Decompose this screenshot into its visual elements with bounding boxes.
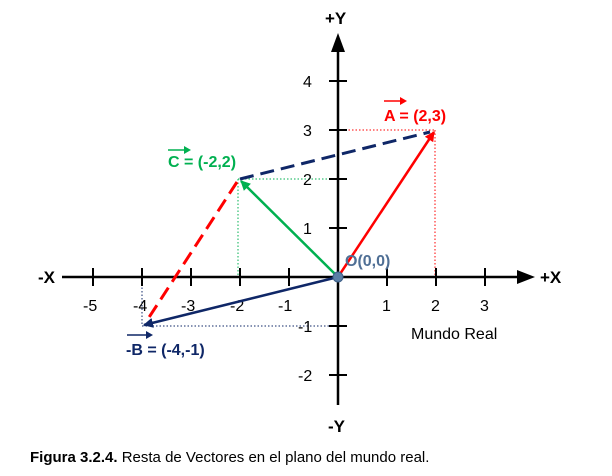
svg-text:-B = (-4,-1): -B = (-4,-1) — [126, 342, 205, 359]
x-axis-arrowhead — [517, 270, 535, 284]
svg-text:A = (2,3): A = (2,3) — [384, 108, 446, 125]
vector-neg-b-label: -B = (-4,-1) — [126, 331, 205, 359]
vector-neg-b-name: -B — [126, 342, 143, 359]
caption-text: Resta de Vectores en el plano del mundo … — [117, 449, 430, 466]
y-tick-label: 1 — [303, 221, 312, 238]
vector-neg-b-value: = (-4,-1) — [143, 342, 205, 359]
vector-c-name: C — [168, 154, 180, 171]
y-axis-arrowhead — [331, 33, 345, 52]
vector-a-name: A — [384, 108, 396, 125]
y-tick-label: -2 — [298, 368, 312, 385]
vector-subtraction-diagram: +Y -Y -X +X -5 -4 -3 -2 -1 1 2 3 4 3 2 1… — [38, 9, 562, 436]
y-tick-label: 4 — [303, 74, 312, 91]
figure-caption: Figura 3.2.4. Resta de Vectores en el pl… — [30, 449, 429, 466]
vector-a-value: = (2,3) — [395, 108, 446, 125]
pos-x-label: +X — [540, 268, 562, 287]
x-tick-label: 2 — [431, 298, 440, 315]
vector-a-arrow — [336, 131, 436, 278]
vector-neg-b-arrow — [143, 275, 339, 328]
x-tick-labels: -5 -4 -3 -2 -1 1 2 3 — [83, 298, 489, 315]
y-tick-marks — [329, 80, 347, 376]
vector-c-arrow — [240, 180, 339, 278]
svg-text:C = (-2,2): C = (-2,2) — [168, 154, 236, 171]
origin-point — [332, 271, 344, 283]
neg-x-label: -X — [38, 268, 56, 287]
x-tick-label: -3 — [181, 298, 195, 315]
x-tick-label: -1 — [278, 298, 292, 315]
origin-label: O(0,0) — [345, 253, 390, 270]
x-tick-label: -4 — [133, 298, 147, 315]
x-tick-marks — [92, 268, 486, 286]
y-tick-label: -1 — [298, 319, 312, 336]
vector-c-label: C = (-2,2) — [168, 146, 236, 171]
vector-c-value: = (-2,2) — [180, 154, 236, 171]
world-label: Mundo Real — [411, 326, 497, 343]
pos-y-label: +Y — [325, 9, 347, 28]
y-tick-label: 2 — [303, 172, 312, 189]
dashed-red-segment — [144, 181, 239, 323]
vector-c-overline-head — [184, 146, 191, 154]
vector-a-overline-head — [400, 97, 407, 105]
y-tick-label: 3 — [303, 123, 312, 140]
axes: +Y -Y -X +X -5 -4 -3 -2 -1 1 2 3 4 3 2 1… — [38, 9, 562, 436]
x-tick-label: 1 — [382, 298, 391, 315]
y-tick-labels: 4 3 2 1 -1 -2 — [298, 74, 312, 385]
dashed-navy-segment — [239, 130, 431, 181]
x-tick-label: 3 — [480, 298, 489, 315]
neg-y-label: -Y — [328, 417, 346, 436]
caption-number: Figura 3.2.4. — [30, 449, 118, 466]
x-tick-label: -5 — [83, 298, 97, 315]
vector-a-label: A = (2,3) — [384, 97, 446, 125]
vector-neg-b-overline-head — [146, 331, 153, 339]
